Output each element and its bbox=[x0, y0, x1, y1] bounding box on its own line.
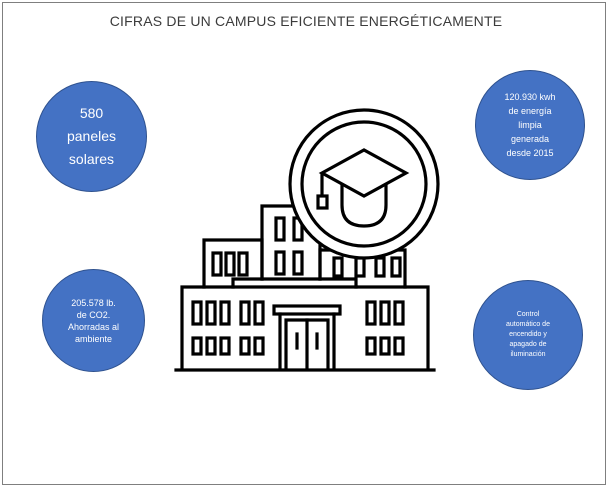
co2-saved-bubble: 205.578 lb. de CO2. Ahorradas al ambient… bbox=[42, 269, 145, 372]
solar-panels-bubble: 580 paneles solares bbox=[36, 81, 147, 192]
clean-energy-text: 120.930 kwh de energía limpia generada d… bbox=[504, 92, 556, 158]
solar-panels-text: 580 paneles solares bbox=[66, 105, 117, 167]
lighting-control-text: Control automático de encendido y apagad… bbox=[506, 311, 550, 358]
co2-saved-text: 205.578 lb. de CO2. Ahorradas al ambient… bbox=[67, 297, 120, 344]
page-title: CIFRAS DE UN CAMPUS EFICIENTE ENERGÉTICA… bbox=[109, 13, 503, 29]
graduation-cap-icon bbox=[288, 108, 440, 260]
lighting-control-bubble: Control automático de encendido y apagad… bbox=[473, 280, 583, 390]
clean-energy-bubble: 120.930 kwh de energía limpia generada d… bbox=[475, 70, 585, 180]
